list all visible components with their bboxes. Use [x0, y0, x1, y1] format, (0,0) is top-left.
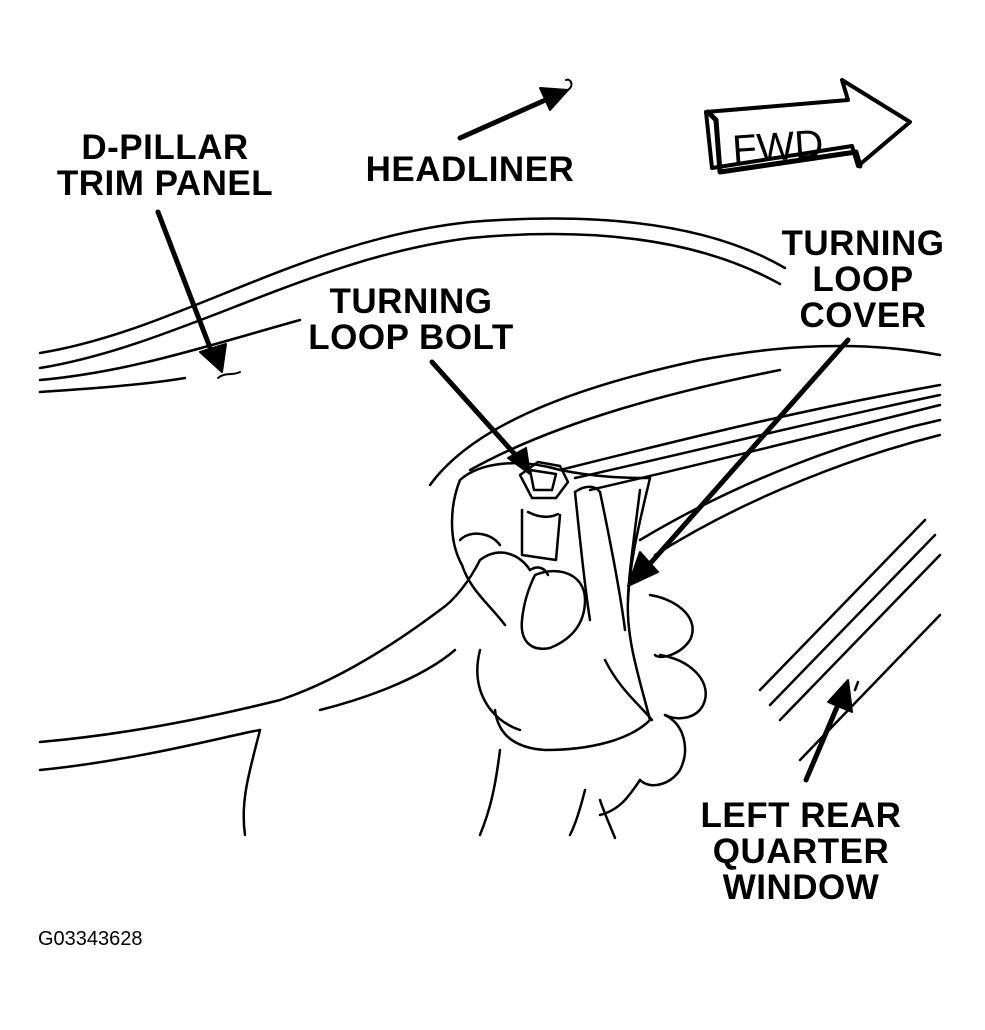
- quarter-window-lines: [758, 518, 942, 762]
- cover-line-2: LOOP: [812, 260, 914, 299]
- cover-arrowhead: [627, 551, 659, 587]
- d-pillar-arrowhead: [199, 343, 227, 373]
- turning-loop-cover-drawing: [450, 461, 654, 752]
- window-line-2: QUARTER: [712, 832, 890, 871]
- left-rear-quarter-window-label: LEFT REAR QUARTER WINDOW: [690, 798, 912, 906]
- headliner-edge-lines: [38, 217, 787, 394]
- headliner-arrowhead: [539, 87, 569, 111]
- d-pillar-tail-squiggle: [217, 371, 241, 379]
- cover-line-3: COVER: [799, 296, 927, 335]
- cover-leader-line: [645, 337, 851, 569]
- turning-loop-cover-label: TURNING LOOP COVER: [775, 226, 951, 334]
- bolt-arrowhead: [507, 447, 531, 475]
- d-pillar-panel-lines: [428, 344, 942, 557]
- bolt-line-2: LOOP BOLT: [308, 318, 514, 357]
- d-pillar-leader-line: [155, 209, 217, 361]
- d-pillar-line-2: TRIM PANEL: [56, 164, 274, 203]
- d-pillar-trim-panel-label: D-PILLAR TRIM PANEL: [50, 130, 280, 202]
- headliner-tail-squiggle: [565, 78, 573, 91]
- headliner-leader-line: [457, 95, 553, 141]
- headliner-label: HEADLINER: [365, 150, 575, 189]
- figure-id: G03343628: [38, 928, 143, 950]
- window-arrowhead: [827, 679, 853, 713]
- d-pillar-line-1: D-PILLAR: [81, 128, 249, 167]
- fwd-label: FWD: [731, 122, 825, 172]
- leader-arrows: [155, 78, 853, 783]
- fwd-direction-arrow: FWD: [704, 78, 912, 175]
- window-line-3: WINDOW: [722, 868, 880, 907]
- hand-drawing: [38, 532, 708, 840]
- bolt-leader-line: [429, 359, 523, 463]
- window-line-1: LEFT REAR: [700, 796, 902, 835]
- bolt-line-1: TURNING: [329, 282, 493, 321]
- window-leader-line: [803, 697, 843, 783]
- turning-loop-bolt-label: TURNING LOOP BOLT: [300, 284, 522, 356]
- turning-loop-bolt-drawing: [518, 460, 570, 562]
- cover-line-1: TURNING: [781, 224, 945, 263]
